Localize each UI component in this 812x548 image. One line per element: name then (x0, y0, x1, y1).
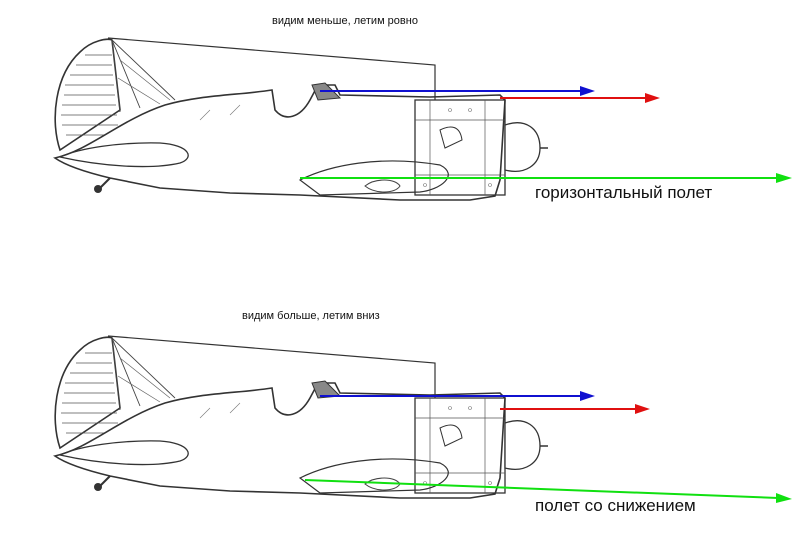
aircraft-drawing (54, 335, 549, 499)
flight-path-arrow (300, 173, 792, 183)
descending-flight-diagram (54, 335, 792, 503)
flight-mode-label: полет со снижением (535, 496, 696, 515)
panel-caption: видим меньше, летим ровно (272, 15, 418, 27)
engine-axis-arrow (500, 404, 650, 414)
level-flight-diagram (54, 37, 792, 201)
panel-level-flight: видим меньше, летим ровно горизонтальный… (54, 15, 792, 202)
panel-descending-flight: видим больше, летим вниз полет со снижен… (0, 274, 812, 548)
panel-caption: видим больше, летим вниз (242, 310, 380, 322)
sight-line-arrow (320, 391, 595, 401)
flight-path-arrow (304, 479, 792, 503)
aircraft-drawing (54, 37, 549, 201)
sight-line-arrow (320, 86, 595, 96)
engine-axis-arrow (500, 93, 660, 103)
flight-mode-label: горизонтальный полет (535, 183, 713, 202)
